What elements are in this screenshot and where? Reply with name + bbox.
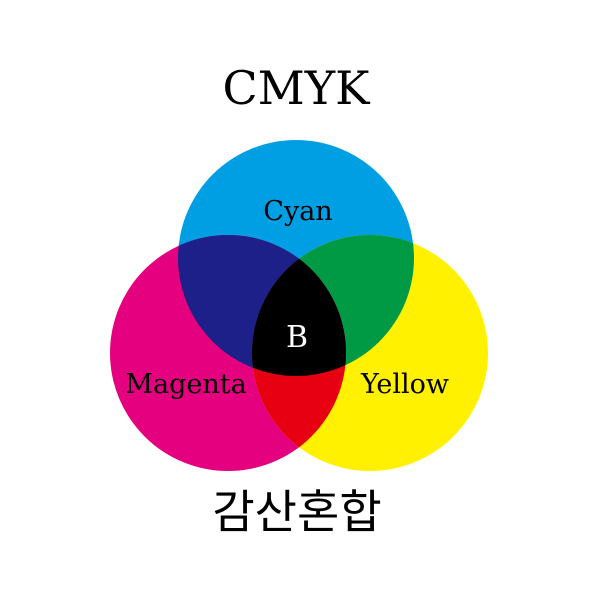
cyan-label: Cyan bbox=[263, 196, 332, 227]
magenta-label: Magenta bbox=[125, 369, 246, 400]
center-overlap bbox=[252, 235, 346, 376]
center-label: B bbox=[286, 320, 308, 355]
diagram-caption: 감산혼합 bbox=[212, 485, 381, 539]
diagram-title: CMYK bbox=[222, 61, 371, 115]
yellow-label: Yellow bbox=[360, 369, 449, 400]
